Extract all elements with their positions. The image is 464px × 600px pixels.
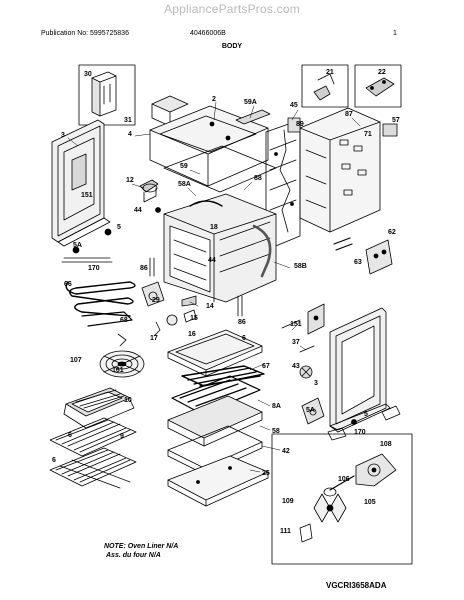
- note-line-2: Ass. du four N/A: [106, 552, 161, 559]
- callout-66: 66: [64, 281, 72, 288]
- callout-22: 22: [378, 69, 386, 76]
- callout-151: 151: [81, 192, 93, 199]
- broiler-pan-10: [63, 387, 135, 429]
- callout-58b: 58B: [294, 263, 307, 270]
- callout-58a: 58A: [178, 181, 191, 188]
- callout-108: 108: [380, 441, 392, 448]
- part-30-detail-box: [78, 64, 136, 126]
- callout-43: 43: [292, 363, 300, 370]
- drawing-code: VGCRI3658ADA: [326, 581, 387, 590]
- right-lower-parts: [301, 397, 401, 441]
- callout-107: 107: [70, 357, 82, 364]
- callout-8a: 8A: [272, 403, 281, 410]
- callout-17: 17: [150, 335, 158, 342]
- oven-door-left: [51, 119, 111, 247]
- model-number: 40466006B: [190, 30, 226, 37]
- insulation-58: [167, 395, 263, 447]
- callout-25: 25: [262, 470, 270, 477]
- bracket-86: [149, 257, 243, 317]
- callout-62: 62: [388, 229, 396, 236]
- left-screws: [61, 228, 113, 263]
- callout-111: 111: [280, 528, 291, 535]
- convection-fan-box: [271, 433, 413, 565]
- part-21-box: [301, 64, 349, 108]
- oven-cavity: [163, 193, 277, 303]
- terminal-block-62: [333, 237, 393, 275]
- light-assembly: [141, 281, 197, 337]
- callout-71: 71: [364, 131, 372, 138]
- oven-rack-6a: [49, 417, 137, 457]
- thermostat-12: [139, 179, 161, 213]
- callout-4: 4: [128, 131, 132, 138]
- callout-3: 3: [61, 132, 65, 139]
- callout-6b: 6: [68, 432, 72, 439]
- oven-bottom-pan: [167, 329, 263, 377]
- callout-5a: 5A: [73, 242, 82, 249]
- callout-109: 109: [282, 498, 294, 505]
- element-68: [81, 311, 133, 327]
- callout-3b: 3: [314, 380, 318, 387]
- callout-151b: 151: [290, 321, 302, 328]
- door-hinge-parts: [281, 303, 325, 379]
- callout-57: 57: [392, 117, 400, 124]
- callout-15: 15: [190, 315, 198, 322]
- callout-106: 106: [338, 476, 350, 483]
- callout-30: 30: [84, 71, 92, 78]
- callout-44: 44: [134, 207, 142, 214]
- callout-labels: 30 31 3 151 2 59A 4 45 21 22 87 89 71 57…: [52, 69, 400, 535]
- note-line-1: NOTE: Oven Liner N/A: [104, 543, 179, 550]
- callout-59a: 59A: [244, 99, 257, 106]
- oven-rack-6b: [49, 447, 137, 489]
- callout-86: 86: [140, 265, 148, 272]
- callout-2: 2: [212, 96, 216, 103]
- callout-6: 6: [242, 335, 246, 342]
- callout-29: 29: [152, 297, 160, 304]
- oven-door-right: [329, 307, 391, 433]
- callout-44b: 44: [208, 257, 216, 264]
- broil-element-66: [65, 281, 136, 317]
- leader-lines: [67, 101, 361, 473]
- bottom-panel-25: [167, 455, 269, 507]
- callout-12: 12: [126, 177, 134, 184]
- bake-element-67: [181, 365, 265, 387]
- site-watermark: AppliancePartsPros.com: [164, 2, 300, 16]
- callout-5-right: 5: [364, 411, 368, 418]
- callout-67: 67: [262, 363, 270, 370]
- callout-31: 31: [124, 117, 132, 124]
- callout-5: 5: [117, 224, 121, 231]
- page-number: 1: [393, 30, 397, 37]
- callout-89: 89: [296, 121, 304, 128]
- callout-59: 59: [180, 163, 188, 170]
- callout-16: 16: [188, 331, 196, 338]
- callout-170b: 170: [354, 429, 366, 436]
- callout-37: 37: [292, 339, 300, 346]
- callout-45: 45: [290, 102, 298, 109]
- callout-88: 88: [254, 175, 262, 182]
- callout-63: 63: [354, 259, 362, 266]
- publication-number: Publication No: 5995725836: [41, 30, 129, 37]
- callout-14: 14: [206, 303, 214, 310]
- callout-68: 68: [120, 317, 128, 324]
- callout-21: 21: [326, 69, 334, 76]
- callout-87: 87: [345, 111, 353, 118]
- part-22-box: [354, 64, 402, 108]
- callout-42: 42: [282, 448, 290, 455]
- callout-58: 58: [272, 428, 280, 435]
- element-8a: [171, 375, 261, 415]
- callout-5a-right: 5A: [306, 407, 315, 414]
- callout-9: 9: [120, 433, 124, 440]
- callout-105: 105: [364, 499, 376, 506]
- back-panel: [299, 107, 398, 233]
- callout-161: 161: [112, 367, 124, 374]
- callout-10: 10: [124, 397, 132, 404]
- callout-6c: 6: [52, 457, 56, 464]
- top-body-panel: [149, 95, 277, 193]
- fan-guard-107: [99, 333, 145, 378]
- callout-170: 170: [88, 265, 100, 272]
- section-title: BODY: [221, 43, 243, 50]
- callout-18: 18: [210, 224, 218, 231]
- callout-86b: 86: [238, 319, 246, 326]
